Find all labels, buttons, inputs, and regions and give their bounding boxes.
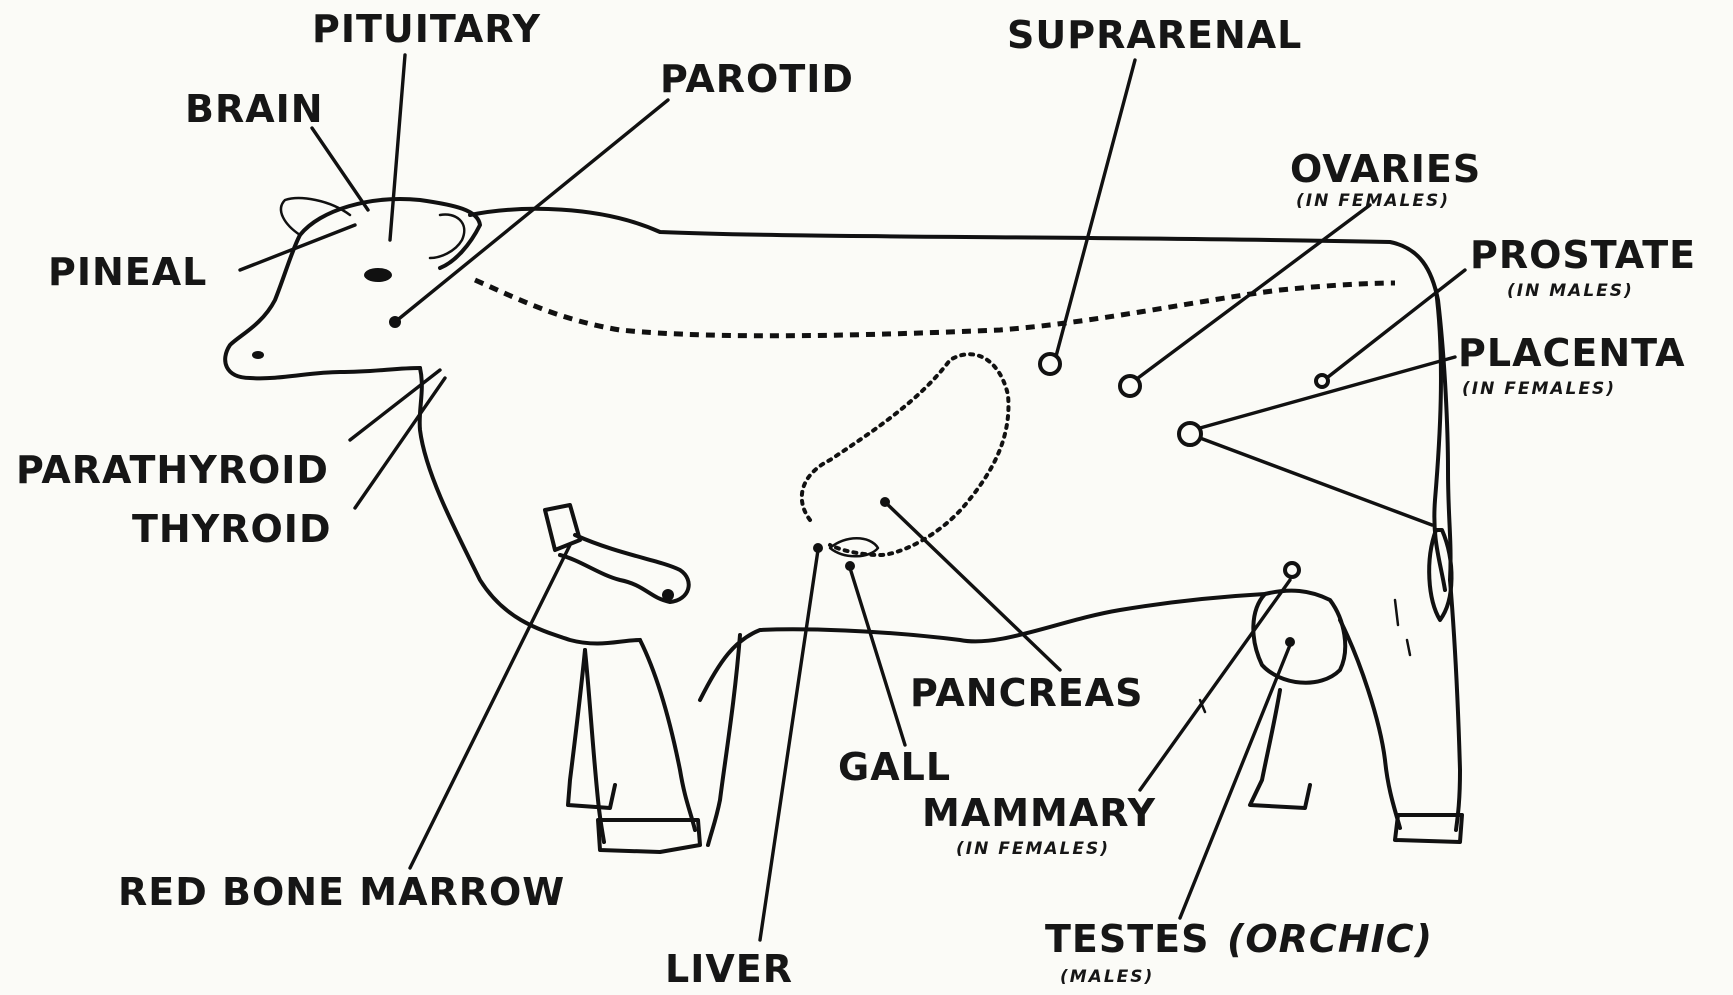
cow-udder [1253, 591, 1345, 683]
cow-hind-near-hoof [1395, 815, 1462, 842]
label-gall: GALL [838, 745, 951, 789]
thyroid-leader [355, 378, 445, 508]
label-prostate: PROSTATE [1470, 233, 1696, 277]
label-placenta: PLACENTA [1458, 331, 1686, 375]
label-testes: TESTES [1045, 917, 1210, 961]
label-red-bone-marrow: RED BONE MARROW [118, 870, 565, 914]
label-testes-note: (MALES) [1060, 967, 1154, 987]
placenta-leader-b [1200, 438, 1432, 525]
liver-leader [760, 550, 818, 940]
suprarenal-marker [1040, 354, 1060, 374]
gall-leader [850, 568, 905, 745]
label-suprarenal: SUPRARENAL [1007, 13, 1302, 57]
prostate-marker [1316, 375, 1328, 387]
placenta-leader-a [1200, 357, 1455, 428]
cow-neck-chest [420, 368, 640, 644]
testes-leader [1180, 645, 1290, 918]
liver-outline [802, 354, 1009, 555]
mammary-marker [1285, 563, 1299, 577]
cow-hind-far-leg [1250, 690, 1310, 808]
label-ovaries: OVARIES [1290, 147, 1481, 191]
cow-front-inner-leg [708, 635, 740, 845]
label-pancreas: PANCREAS [910, 671, 1143, 715]
label-mammary: MAMMARY [922, 791, 1156, 835]
cow-nostril [252, 351, 264, 359]
label-pineal: PINEAL [48, 250, 207, 294]
pancreas-leader [885, 502, 1060, 670]
cow-horn [430, 214, 464, 258]
label-pituitary: PITUITARY [312, 7, 541, 51]
label-prostate-note: (IN MALES) [1507, 281, 1634, 301]
testes-marker [1285, 637, 1295, 647]
label-thyroid: THYROID [132, 507, 332, 551]
label-orchic: (ORCHIC) [1227, 917, 1433, 961]
ovaries-marker [1120, 376, 1140, 396]
cow-front-near-leg [585, 640, 695, 842]
label-brain: BRAIN [185, 87, 324, 131]
cow-back [470, 209, 1451, 580]
cow-front-near-hoof [598, 820, 700, 852]
liver-marker [813, 543, 823, 553]
cow-eye [364, 268, 392, 282]
placenta-marker [1179, 423, 1201, 445]
pancreas-marker [880, 497, 890, 507]
parotid-marker [389, 316, 401, 328]
ovaries-leader [1138, 205, 1370, 378]
gall-marker [845, 561, 855, 571]
pituitary-leader [390, 55, 405, 240]
label-mammary-note: (IN FEMALES) [956, 839, 1110, 859]
label-ovaries-note: (IN FEMALES) [1296, 191, 1450, 211]
brain-leader [312, 128, 368, 210]
label-placenta-note: (IN FEMALES) [1462, 379, 1616, 399]
cow-hip-marks [1200, 600, 1410, 712]
label-parathyroid: PARATHYROID [16, 448, 329, 492]
label-liver: LIVER [665, 947, 793, 991]
label-parotid: PAROTID [660, 57, 854, 101]
parotid-leader [395, 100, 668, 322]
